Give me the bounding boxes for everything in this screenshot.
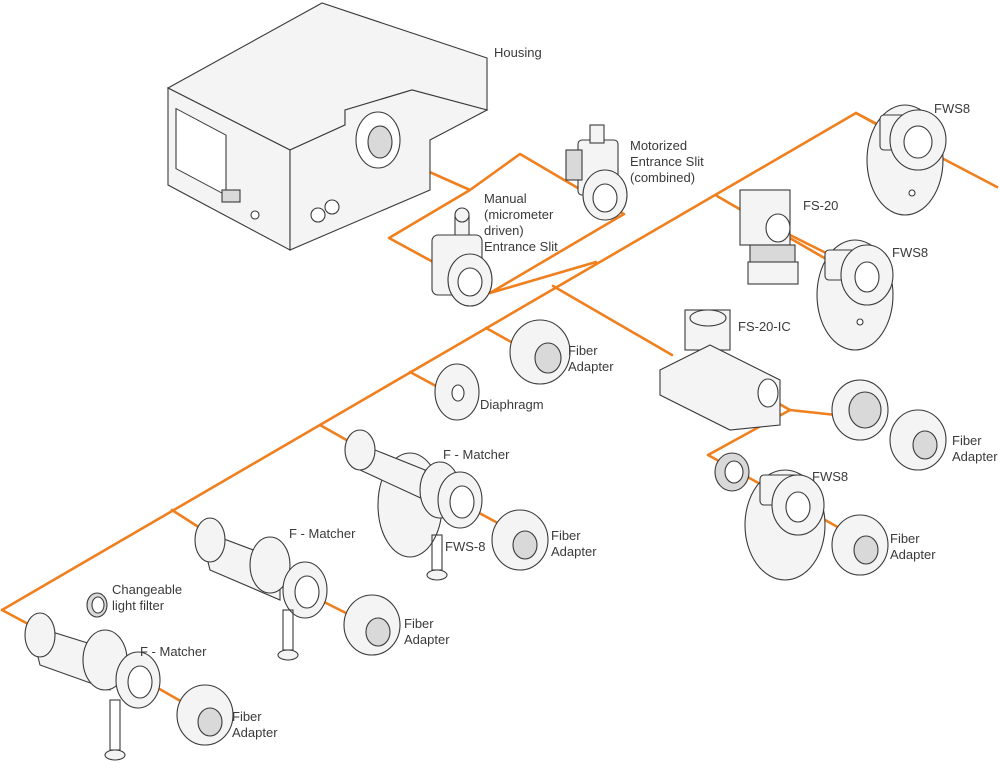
- label-fws-8: FWS-8: [445, 539, 485, 554]
- connector-fmatcher1: [318, 423, 352, 444]
- f-matcher-1-device[interactable]: [344, 429, 483, 581]
- label-f-matcher-3: F - Matcher: [140, 644, 207, 659]
- connector-fmatcher2: [170, 508, 202, 530]
- fiber-adapter-1-device[interactable]: [509, 319, 571, 385]
- label-fs20: FS-20: [803, 198, 838, 213]
- label-fiber-adapter-right-2: Fiber Adapter: [890, 531, 936, 562]
- label-fws8-mid: FWS8: [892, 245, 928, 260]
- f-matcher-3-device[interactable]: [24, 612, 161, 761]
- label-f-matcher-2: F - Matcher: [289, 526, 356, 541]
- label-motorized-slit: Motorized Entrance Slit (combined): [630, 138, 707, 185]
- fiber-adapter-3-device[interactable]: [343, 594, 401, 656]
- connector-fmatcher3: [0, 608, 32, 627]
- fws8-mid-device[interactable]: [816, 239, 894, 351]
- connector-manual-to-tree: [488, 260, 598, 295]
- connector-fs20ic-branch: [551, 284, 674, 357]
- label-fiber-adapter-4: Fiber Adapter: [232, 709, 278, 740]
- label-fiber-adapter-3: Fiber Adapter: [404, 616, 450, 647]
- label-fiber-adapter-2: Fiber Adapter: [551, 528, 597, 559]
- label-fiber-adapter-1: Fiber Adapter: [568, 343, 614, 374]
- label-fws8-top: FWS8: [934, 101, 970, 116]
- label-fws8-bottom: FWS8: [812, 469, 848, 484]
- light-filter-right-device[interactable]: [714, 452, 750, 492]
- fiber-adapter-right-1-device[interactable]: [889, 409, 947, 471]
- fiber-adapter-4-device[interactable]: [176, 684, 234, 746]
- right-ring-adapter[interactable]: [831, 379, 889, 441]
- connector-lines: [0, 111, 999, 717]
- f-matcher-2-device[interactable]: [194, 517, 328, 661]
- label-diaphragm: Diaphragm: [480, 397, 544, 412]
- manual-slit-device[interactable]: [431, 207, 493, 307]
- label-f-matcher-1: F - Matcher: [443, 447, 510, 462]
- label-fiber-adapter-right-1: Fiber Adapter: [952, 433, 998, 464]
- connector-housing-loop: [378, 148, 626, 295]
- labels: Housing Motorized Entrance Slit (combine…: [112, 45, 998, 740]
- housing-unit[interactable]: [166, 2, 489, 251]
- changeable-filter-device[interactable]: [86, 592, 108, 618]
- label-housing: Housing: [494, 45, 542, 60]
- fiber-adapter-right-2-device[interactable]: [831, 514, 889, 576]
- diaphragm-device[interactable]: [434, 363, 480, 421]
- motorized-slit-device[interactable]: [565, 124, 628, 221]
- fs20-device[interactable]: [739, 189, 799, 285]
- label-fs20-ic: FS-20-IC: [738, 319, 791, 334]
- label-manual-slit: Manual (micrometer driven) Entrance Slit: [484, 191, 558, 254]
- fs20ic-device[interactable]: [659, 309, 781, 431]
- fiber-adapter-2-device[interactable]: [491, 509, 549, 571]
- label-changeable-filter: Changeable light filter: [112, 582, 186, 613]
- fws8-top-device[interactable]: [866, 104, 947, 216]
- fws8-bottom-device[interactable]: [744, 469, 826, 581]
